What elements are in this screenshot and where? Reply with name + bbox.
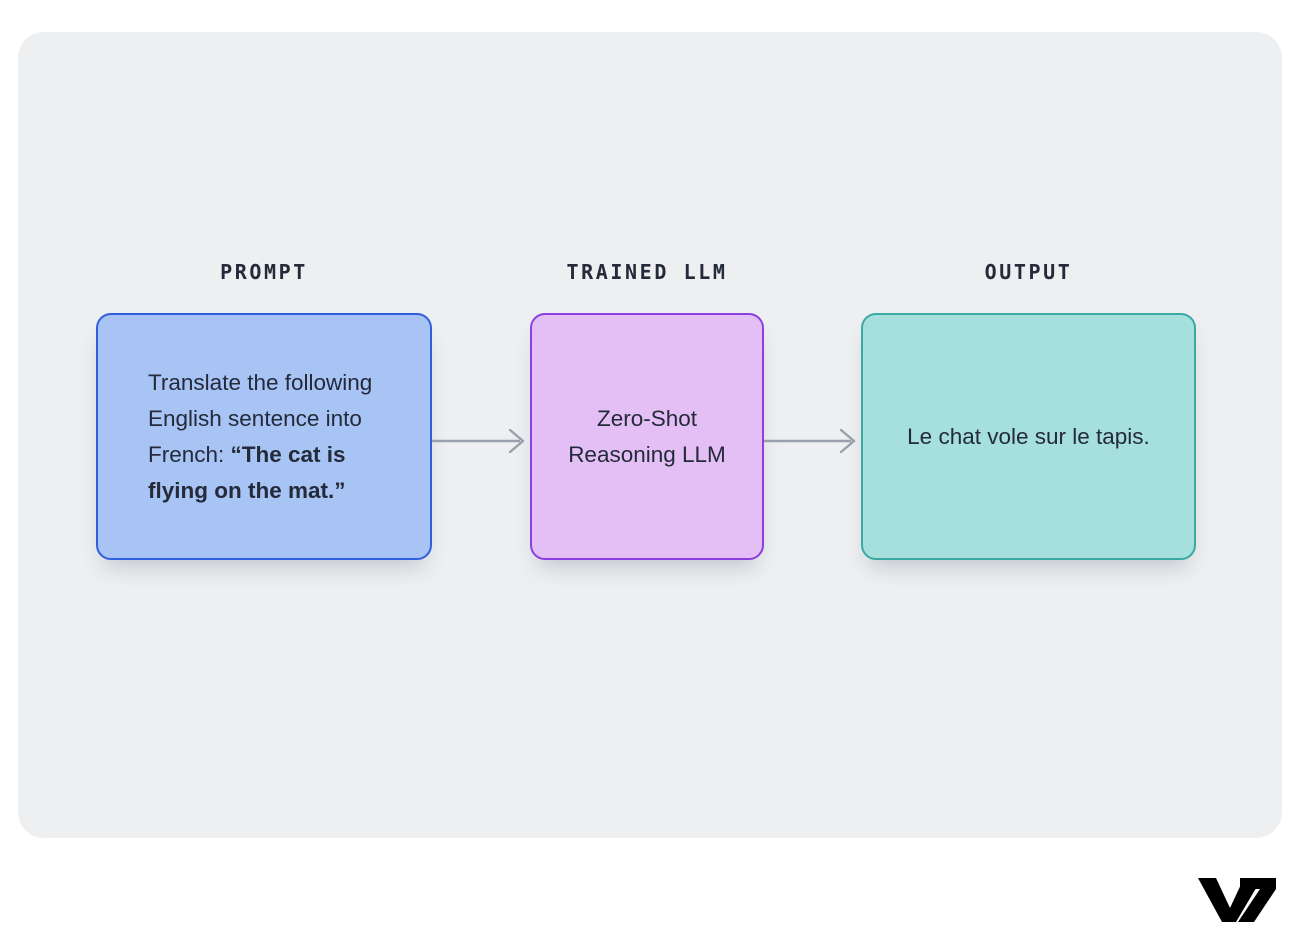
output-box-text: Le chat vole sur le tapis. [907,423,1150,449]
stage-label-prompt: PROMPT [220,260,308,284]
stage-prompt: PROMPT Translate the following English s… [96,0,432,560]
prompt-text-emphasis: “The cat is flying on the mat.” [148,441,346,503]
prompt-box: Translate the following English sentence… [96,313,432,560]
stage-label-output: OUTPUT [984,260,1073,284]
arrow-llm-to-output-icon [764,428,856,454]
trained-llm-box: Zero-Shot Reasoning LLM [530,313,764,560]
prompt-text-lead: Translate the following English sentence… [148,369,373,467]
output-box: Le chat vole sur le tapis. [861,313,1196,560]
stage-trained-llm: TRAINED LLM Zero-Shot Reasoning LLM [530,0,764,560]
trained-llm-box-text: Zero-Shot Reasoning LLM [568,405,726,467]
prompt-box-text: Translate the following English sentence… [98,365,430,509]
v7-logo [1198,878,1276,922]
arrow-prompt-to-llm-icon [432,428,525,454]
stage-output: OUTPUT Le chat vole sur le tapis. [861,0,1196,560]
stage-label-trained-llm: TRAINED LLM [566,260,728,284]
